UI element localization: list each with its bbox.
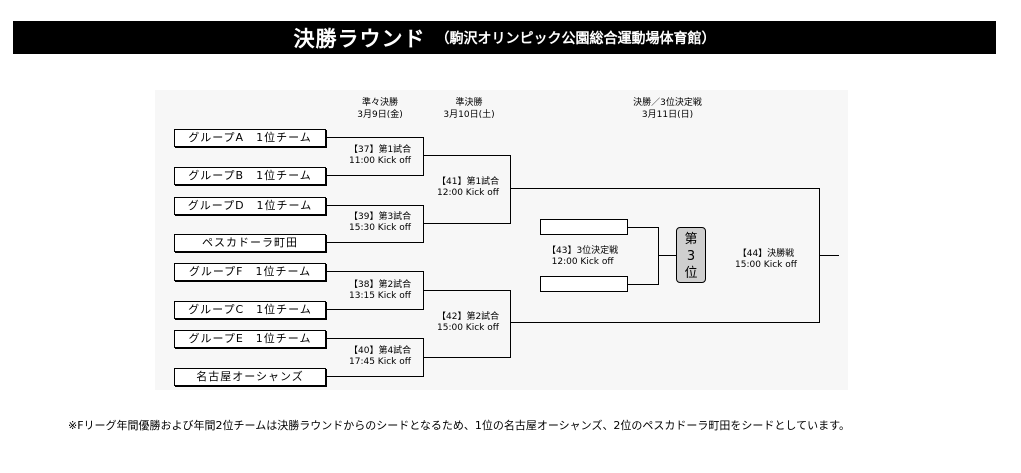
- round-date: 3月10日(土): [443, 110, 495, 120]
- round-header-final: 決勝／3位決定戦 3月11日(日): [620, 97, 715, 121]
- round-header-qf: 準々決勝 3月9日(金): [345, 97, 415, 121]
- team-slot-6: グループC 1位チーム: [174, 301, 326, 319]
- footnote: ※Fリーグ年間優勝および年間2位チームは決勝ラウンドからのシードとなるため、1位…: [68, 419, 851, 432]
- round-date: 3月9日(金): [357, 110, 403, 120]
- third-place-slot-2: [540, 276, 628, 292]
- team-slot-7: グループE 1位チーム: [174, 330, 326, 348]
- round-header-sf: 準決勝 3月10日(土): [433, 97, 505, 121]
- bracket-line: [326, 175, 424, 176]
- page-title: 決勝ラウンド: [293, 26, 426, 51]
- bracket-line: [423, 205, 424, 243]
- match-label-43: 【43】3位決定戦 12:00 Kick off: [547, 246, 619, 267]
- title-bar: 決勝ラウンド （駒沢オリンピック公園総合運動場体育館）: [13, 21, 996, 54]
- bracket-line: [510, 290, 511, 358]
- bracket-line: [510, 322, 820, 323]
- bracket-line: [423, 357, 511, 358]
- match-label-44: 【44】決勝戦 15:00 Kick off: [735, 249, 797, 270]
- match-label-39: 【39】第3試合 15:30 Kick off: [349, 212, 412, 233]
- team-slot-3: グループD 1位チーム: [174, 197, 326, 215]
- bracket-line: [423, 290, 511, 291]
- bracket-line: [510, 155, 511, 224]
- third-place-badge: 第 3 位: [676, 227, 706, 283]
- bracket-line: [326, 376, 424, 377]
- bracket-line: [326, 205, 424, 206]
- bracket-line: [658, 255, 676, 256]
- match-label-41: 【41】第1試合 12:00 Kick off: [437, 177, 500, 198]
- team-slot-5: グループF 1位チーム: [174, 263, 326, 281]
- round-name: 準決勝: [455, 98, 483, 108]
- bracket-line: [658, 227, 659, 285]
- round-date: 3月11日(日): [641, 110, 694, 120]
- bracket-line: [326, 242, 424, 243]
- round-name: 準々決勝: [361, 98, 398, 108]
- bracket-line: [423, 223, 511, 224]
- team-slot-8: 名古屋オーシャンズ: [174, 368, 326, 386]
- bracket-line: [326, 271, 424, 272]
- bracket-line: [326, 309, 424, 310]
- bracket-line: [326, 338, 424, 339]
- match-label-37: 【37】第1試合 11:00 Kick off: [349, 145, 412, 166]
- bracket-line: [326, 137, 424, 138]
- match-label-40: 【40】第4試合 17:45 Kick off: [349, 346, 412, 367]
- bracket-line: [510, 188, 820, 189]
- bracket-line: [423, 155, 511, 156]
- match-label-42: 【42】第2試合 15:00 Kick off: [437, 312, 500, 333]
- match-label-38: 【38】第2試合 13:15 Kick off: [349, 280, 412, 301]
- bracket-line: [628, 284, 659, 285]
- bracket-line: [423, 137, 424, 176]
- team-slot-4: ペスカドーラ町田: [174, 234, 326, 252]
- round-name: 決勝／3位決定戦: [633, 98, 702, 108]
- bracket-line: [819, 255, 839, 256]
- team-slot-2: グループB 1位チーム: [174, 167, 326, 185]
- bracket-line: [628, 227, 659, 228]
- third-place-slot-1: [540, 219, 628, 235]
- venue-subtitle: （駒沢オリンピック公園総合運動場体育館）: [435, 30, 716, 47]
- team-slot-1: グループA 1位チーム: [174, 129, 326, 147]
